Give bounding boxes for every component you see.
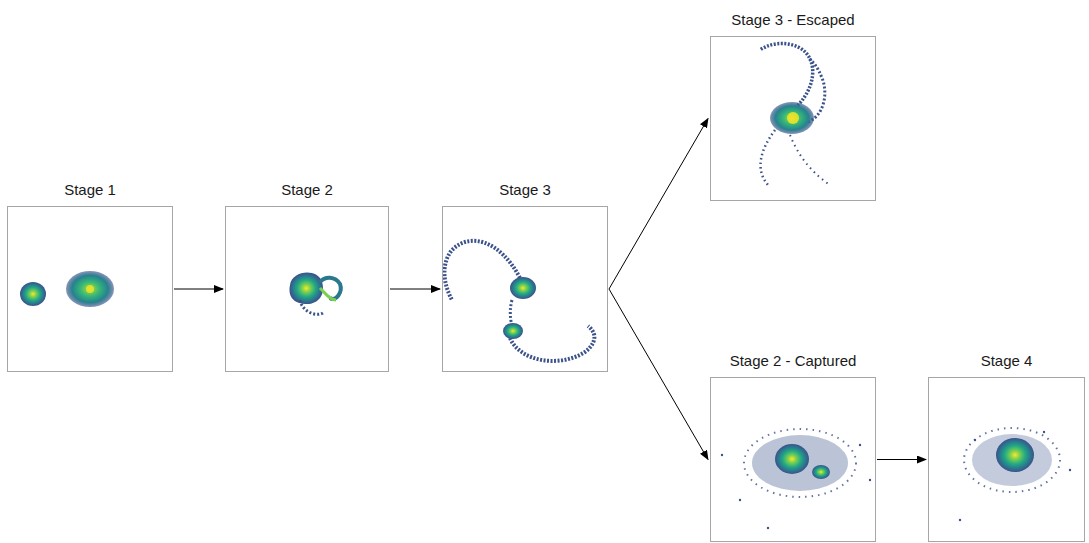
flow-arrow [609,289,708,460]
stage-panel: Stage 2 [225,206,389,372]
stage-title: Stage 3 - Escaped [731,11,854,28]
stage-title: Stage 3 [499,181,551,198]
stage-title: Stage 2 - Captured [730,352,857,369]
flow-arrow [174,289,223,290]
stage-title: Stage 4 [981,352,1033,369]
stage-panel: Stage 3 [442,206,608,372]
flow-arrow [609,119,708,290]
flow-arrow [877,459,926,460]
stage-panel: Stage 2 - Captured [710,377,876,542]
stage-panel: Stage 4 [928,377,1085,542]
stage-title: Stage 1 [64,181,116,198]
stage-title: Stage 2 [281,181,333,198]
stage-panel: Stage 3 - Escaped [710,36,876,201]
stage-panel: Stage 1 [7,206,173,372]
flow-arrow [390,289,440,290]
